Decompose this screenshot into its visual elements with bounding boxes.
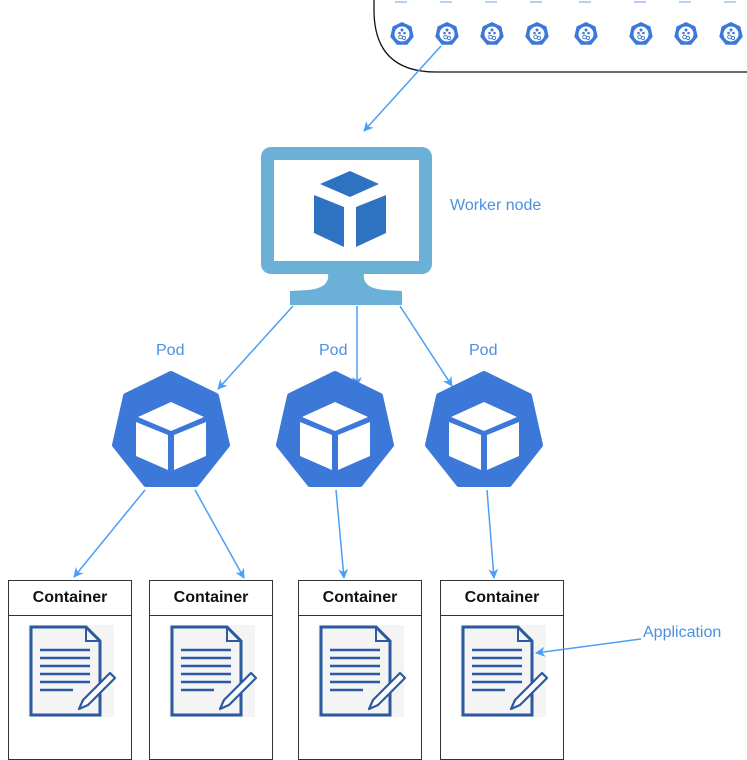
document-pen-icon bbox=[460, 625, 549, 719]
document-pen-icon bbox=[28, 625, 117, 719]
document-pen-icon bbox=[169, 625, 258, 719]
arrow-pod-to-container-1 bbox=[73, 489, 146, 578]
container-header: Container bbox=[9, 581, 131, 616]
worker-node-monitor-icon[interactable] bbox=[261, 147, 432, 305]
pod-label: Pod bbox=[469, 342, 498, 359]
container-header: Container bbox=[441, 581, 563, 616]
kubernetes-node-icon[interactable] bbox=[673, 21, 699, 46]
arrow-pod-to-container-4 bbox=[486, 489, 499, 579]
pod-cube-icon[interactable] bbox=[279, 374, 391, 484]
pod-label: Pod bbox=[319, 342, 348, 359]
arrow-cluster-to-worker bbox=[363, 45, 442, 132]
kubernetes-node-icon[interactable] bbox=[389, 21, 415, 46]
pod-cube-icon[interactable] bbox=[115, 374, 227, 484]
pod-label: Pod bbox=[156, 342, 185, 359]
cluster-node-row bbox=[389, 1, 744, 46]
container-box[interactable]: Container bbox=[440, 580, 564, 760]
container-box[interactable]: Container bbox=[8, 580, 132, 760]
cube-icon bbox=[314, 171, 386, 247]
kubernetes-node-icon[interactable] bbox=[524, 21, 550, 46]
kubernetes-node-icon[interactable] bbox=[479, 21, 505, 46]
application-label: Application bbox=[643, 624, 722, 641]
arrow-worker-to-pod-3 bbox=[399, 305, 453, 387]
pod-cube-icon[interactable] bbox=[428, 374, 540, 484]
kubernetes-node-icon[interactable] bbox=[628, 21, 654, 46]
kubernetes-node-icon[interactable] bbox=[718, 21, 744, 46]
arrow-pod-to-container-3 bbox=[335, 489, 349, 579]
arrow-worker-to-pod-1 bbox=[217, 305, 294, 390]
document-pen-icon bbox=[318, 625, 407, 719]
worker-node-label: Worker node bbox=[450, 197, 542, 214]
container-box[interactable]: Container bbox=[298, 580, 422, 760]
kubernetes-node-icon[interactable] bbox=[434, 21, 460, 46]
container-box[interactable]: Container bbox=[149, 580, 273, 760]
container-header: Container bbox=[150, 581, 272, 616]
cluster-boundary bbox=[373, 0, 747, 73]
kubernetes-node-icon[interactable] bbox=[573, 21, 599, 46]
container-header: Container bbox=[299, 581, 421, 616]
arrow-pod-to-container-2 bbox=[194, 489, 245, 579]
